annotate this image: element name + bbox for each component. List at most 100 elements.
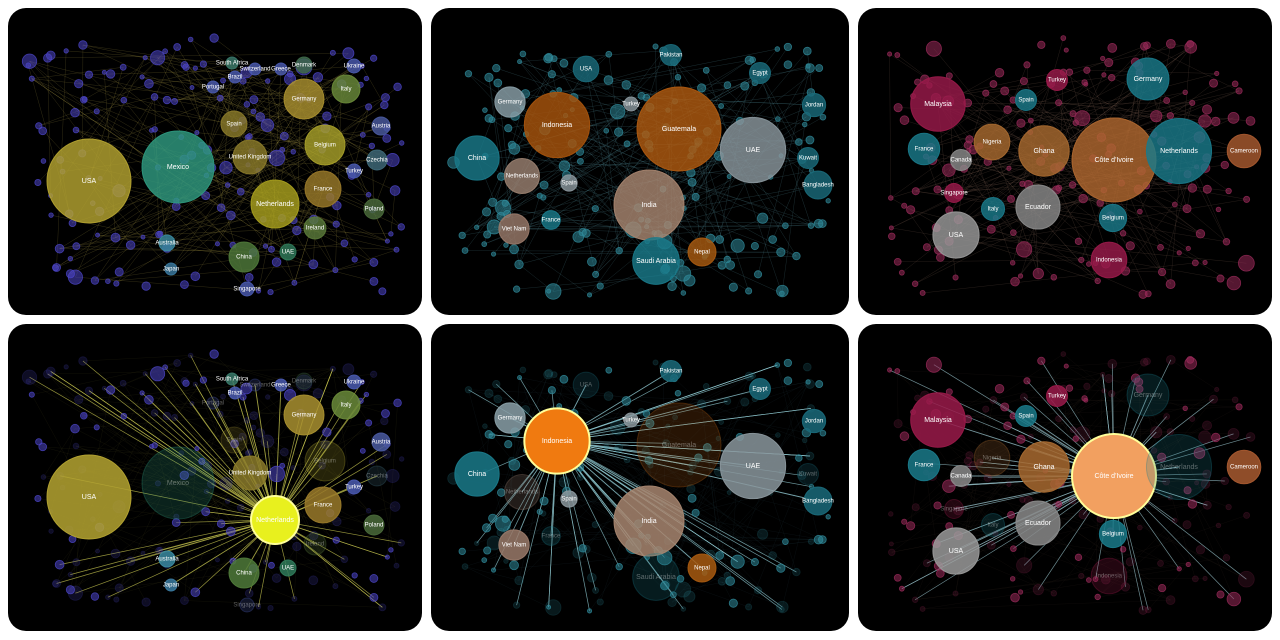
country-node-circle[interactable] xyxy=(1071,433,1157,519)
country-node-circle[interactable] xyxy=(279,243,297,261)
network-graph[interactable]: Côte d'IvoireNetherlandsGhanaMalaysiaGer… xyxy=(858,8,1272,315)
country-node-circle[interactable] xyxy=(1090,557,1128,595)
country-node-circle[interactable] xyxy=(719,116,787,184)
country-node-ireland[interactable]: Ireland xyxy=(303,532,327,556)
country-node-spain[interactable]: Spain xyxy=(560,490,578,508)
country-node-mexico[interactable]: Mexico xyxy=(141,446,215,520)
country-node-circle[interactable] xyxy=(801,408,827,434)
country-node-circle[interactable] xyxy=(225,372,239,386)
country-node-france[interactable]: France xyxy=(304,486,342,524)
country-node-saudi-arabia[interactable]: Saudi Arabia xyxy=(632,553,680,601)
country-node-usa[interactable]: USA xyxy=(572,371,600,399)
country-node-circle[interactable] xyxy=(523,91,591,159)
country-node-circle[interactable] xyxy=(523,407,591,475)
country-node-italy[interactable]: Italy xyxy=(331,390,361,420)
country-node-ukraine[interactable]: Ukraine xyxy=(344,58,365,74)
country-node-circle[interactable] xyxy=(1098,203,1128,233)
country-node-netherlands[interactable]: Netherlands xyxy=(1145,117,1213,185)
country-node-france[interactable]: France xyxy=(304,170,342,208)
country-node-circle[interactable] xyxy=(228,70,242,84)
country-node-circle[interactable] xyxy=(572,371,600,399)
country-node-turkey[interactable]: Turkey xyxy=(622,412,640,428)
country-node-greece[interactable]: Greece xyxy=(271,378,291,392)
country-node-greece[interactable]: Greece xyxy=(271,62,291,76)
country-node-circle[interactable] xyxy=(366,149,388,171)
country-node-japan[interactable]: Japan xyxy=(163,578,179,592)
country-node-circle[interactable] xyxy=(660,360,682,382)
country-node-circle[interactable] xyxy=(749,62,771,84)
country-node-circle[interactable] xyxy=(660,44,682,66)
country-node-circle[interactable] xyxy=(1018,125,1070,177)
country-node-circle[interactable] xyxy=(250,495,300,545)
country-node-circle[interactable] xyxy=(366,465,388,487)
country-node-india[interactable]: India xyxy=(613,485,685,557)
country-node-czechia[interactable]: Czechia xyxy=(366,149,388,171)
country-node-australia[interactable]: Australia xyxy=(155,550,179,568)
country-node-circle[interactable] xyxy=(303,216,327,240)
country-node-switzerland[interactable]: Switzerland xyxy=(239,62,271,76)
country-node-circle[interactable] xyxy=(944,183,964,203)
country-node-uae[interactable]: UAE xyxy=(279,243,297,261)
country-node-poland[interactable]: Poland xyxy=(363,514,385,536)
country-node-circle[interactable] xyxy=(158,234,176,252)
country-node-circle[interactable] xyxy=(1015,184,1061,230)
country-node-c-te-d-ivoire[interactable]: Côte d'Ivoire xyxy=(1071,433,1157,519)
country-node-china[interactable]: China xyxy=(228,241,260,273)
country-node-germany[interactable]: Germany xyxy=(283,78,325,120)
country-node-circle[interactable] xyxy=(232,455,268,491)
country-node-italy[interactable]: Italy xyxy=(331,74,361,104)
country-node-circle[interactable] xyxy=(932,527,980,575)
country-node-circle[interactable] xyxy=(1015,500,1061,546)
country-node-viet-nam[interactable]: Viet Nam xyxy=(498,213,530,245)
country-node-uae[interactable]: UAE xyxy=(719,432,787,500)
country-node-france[interactable]: France xyxy=(541,210,561,230)
country-node-italy[interactable]: Italy xyxy=(980,512,1006,538)
country-node-circle[interactable] xyxy=(248,62,262,76)
country-node-circle[interactable] xyxy=(973,123,1011,161)
country-node-canada[interactable]: Canada xyxy=(950,465,972,487)
country-node-pakistan[interactable]: Pakistan xyxy=(659,44,683,66)
country-node-circle[interactable] xyxy=(303,532,327,556)
country-node-circle[interactable] xyxy=(371,432,391,452)
country-node-circle[interactable] xyxy=(331,390,361,420)
country-node-circle[interactable] xyxy=(632,553,680,601)
country-node-circle[interactable] xyxy=(944,499,964,519)
country-node-ukraine[interactable]: Ukraine xyxy=(344,374,365,390)
country-node-circle[interactable] xyxy=(980,196,1006,222)
country-node-ecuador[interactable]: Ecuador xyxy=(1015,184,1061,230)
country-node-circle[interactable] xyxy=(1126,373,1170,417)
network-graph[interactable]: USAMexicoNetherlandsGermanyBelgiumFrance… xyxy=(8,324,422,631)
country-node-circle[interactable] xyxy=(454,135,500,181)
country-node-circle[interactable] xyxy=(1098,519,1128,549)
country-node-ireland[interactable]: Ireland xyxy=(303,216,327,240)
country-node-turkey[interactable]: Turkey xyxy=(1046,385,1068,407)
country-node-circle[interactable] xyxy=(206,80,220,94)
country-node-circle[interactable] xyxy=(239,281,255,297)
country-node-circle[interactable] xyxy=(239,597,255,613)
country-node-circle[interactable] xyxy=(541,210,561,230)
country-node-circle[interactable] xyxy=(232,139,268,175)
country-node-germany[interactable]: Germany xyxy=(494,86,526,118)
country-node-indonesia[interactable]: Indonesia xyxy=(1090,241,1128,279)
country-node-germany[interactable]: Germany xyxy=(283,394,325,436)
country-node-jordan[interactable]: Jordan xyxy=(801,92,827,118)
country-node-circle[interactable] xyxy=(295,56,313,74)
country-node-circle[interactable] xyxy=(623,96,639,112)
country-node-usa[interactable]: USA xyxy=(46,138,132,224)
country-node-circle[interactable] xyxy=(687,237,717,267)
country-node-circle[interactable] xyxy=(248,378,262,392)
country-node-china[interactable]: China xyxy=(228,557,260,589)
country-node-viet-nam[interactable]: Viet Nam xyxy=(498,529,530,561)
country-node-ghana[interactable]: Ghana xyxy=(1018,125,1070,177)
country-node-circle[interactable] xyxy=(250,179,300,229)
country-node-circle[interactable] xyxy=(494,86,526,118)
country-node-circle[interactable] xyxy=(274,378,288,392)
country-node-circle[interactable] xyxy=(304,124,346,166)
country-node-circle[interactable] xyxy=(346,163,362,179)
network-graph[interactable]: Côte d'IvoireNetherlandsGhanaMalaysiaGer… xyxy=(858,324,1272,631)
country-node-china[interactable]: China xyxy=(454,451,500,497)
country-node-circle[interactable] xyxy=(220,110,248,138)
country-node-austria[interactable]: Austria xyxy=(371,116,391,136)
